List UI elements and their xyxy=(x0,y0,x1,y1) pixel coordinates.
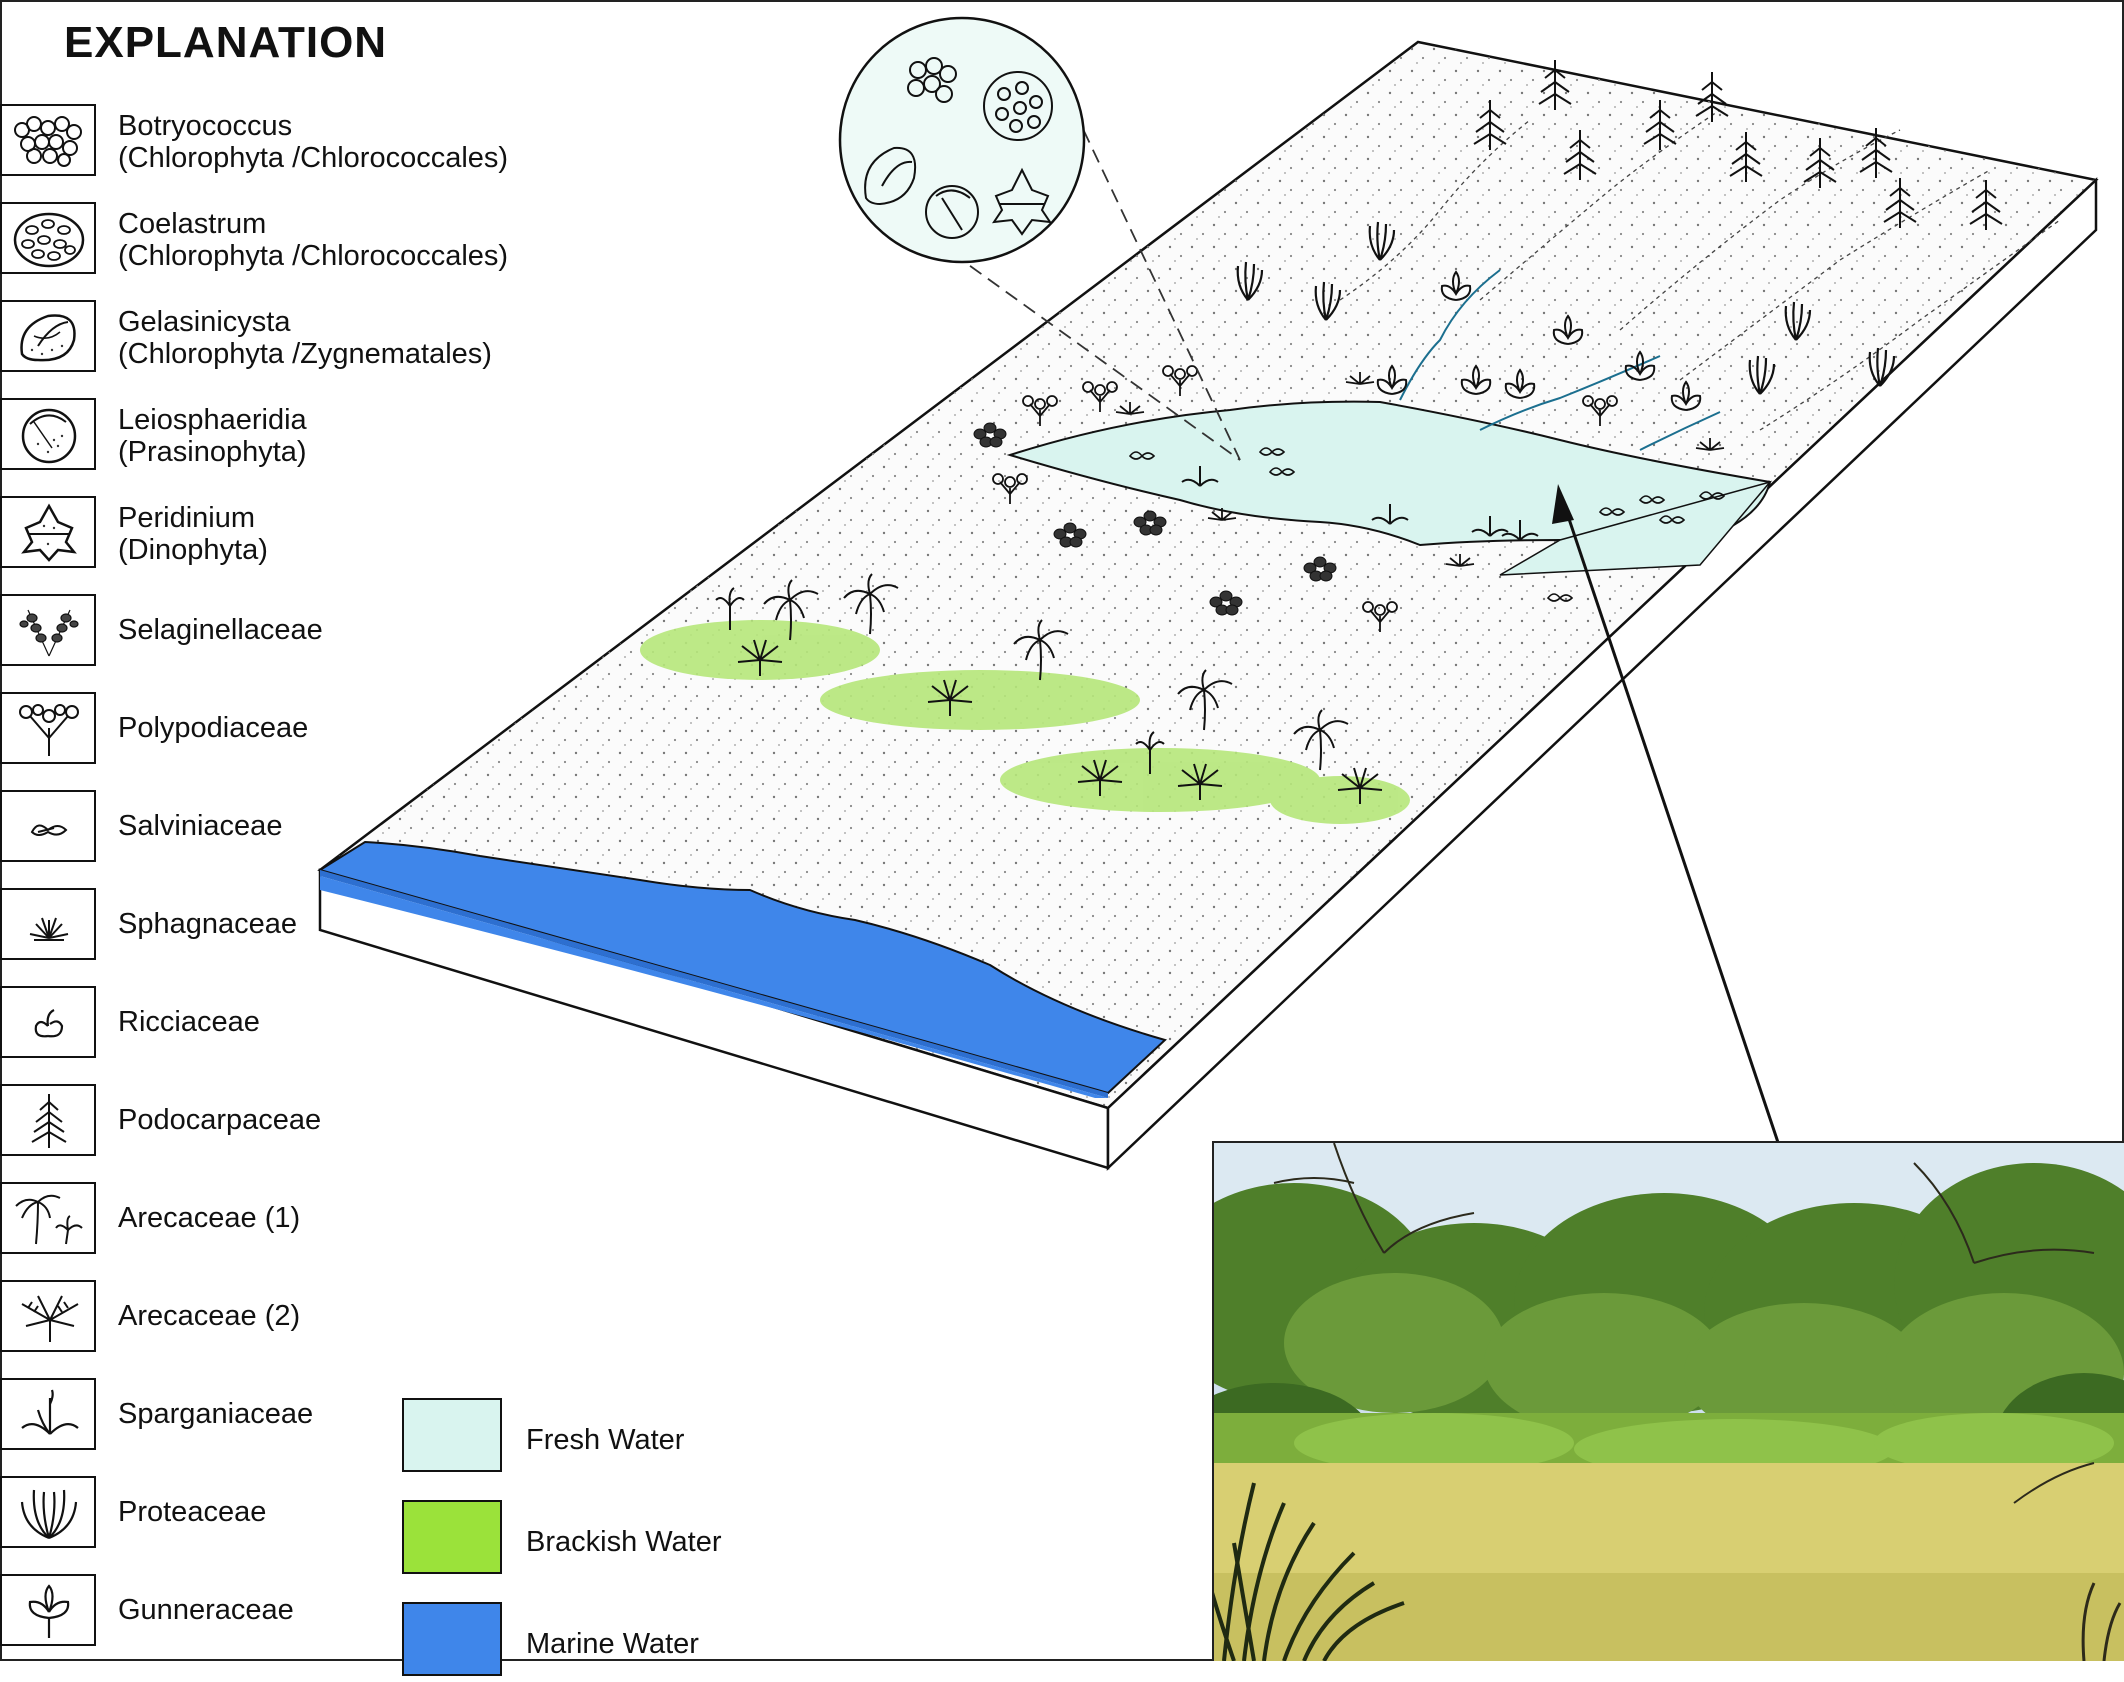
ricciaceae-icon xyxy=(0,986,96,1058)
legend-item-salviniaceae: Salviniaceae xyxy=(0,790,560,866)
brackish-water-swatch xyxy=(402,1500,502,1574)
leiosphaeridia-icon xyxy=(0,398,96,470)
arecaceae-2-icon xyxy=(0,1280,96,1352)
legend-item-coelastrum: Coelastrum(Chlorophyta /Chlorococcales) xyxy=(0,202,560,278)
gunneraceae-icon xyxy=(0,1574,96,1646)
water-label: Fresh Water xyxy=(526,1424,685,1456)
legend-item-arecaceae-2: Arecaceae (2) xyxy=(0,1280,560,1356)
legend-item-botryococcus: Botryococcus(Chlorophyta /Chlorococcales… xyxy=(0,104,560,180)
arecaceae-palms xyxy=(715,573,1349,774)
polypodiaceae-icon xyxy=(0,692,96,764)
legend-label: Arecaceae (1) xyxy=(118,1202,301,1234)
gunneraceae-plants xyxy=(1376,270,1702,411)
selaginellaceae-clumps xyxy=(973,422,1337,616)
podocarp-trees xyxy=(1473,60,2003,230)
legend-label: Salviniaceae xyxy=(118,810,283,842)
legend-label: Arecaceae (2) xyxy=(118,1300,301,1332)
legend-label: Sphagnaceae xyxy=(118,908,297,940)
marine-water-area xyxy=(317,840,1167,1098)
legend-item-gelasinicysta: Gelasinicysta(Chlorophyta /Zygnematales) xyxy=(0,300,560,376)
legend-label: Selaginellaceae xyxy=(118,614,323,646)
sphagnaceae-plants xyxy=(1115,372,1725,567)
legend-item-peridinium: Peridinium(Dinophyta) xyxy=(0,496,560,572)
legend-item-polypodiaceae: Polypodiaceae xyxy=(0,692,560,768)
legend-fresh-water: Fresh Water xyxy=(402,1398,802,1478)
legend-label: Proteaceae xyxy=(118,1496,267,1528)
legend-brackish-water: Brackish Water xyxy=(402,1500,802,1580)
legend-item-gunneraceae: Gunneraceae xyxy=(0,1574,560,1650)
microfossil-inset xyxy=(838,16,1241,461)
botryococcus-icon xyxy=(0,104,96,176)
brackish-water-area xyxy=(640,620,1410,824)
water-label: Marine Water xyxy=(526,1628,699,1660)
legend-label: Ricciaceae xyxy=(118,1006,260,1038)
water-label: Brackish Water xyxy=(526,1526,722,1558)
legend-group: (Chlorophyta /Chlorococcales) xyxy=(118,142,509,174)
podocarpaceae-icon xyxy=(0,1084,96,1156)
legend-label: Polypodiaceae xyxy=(118,712,309,744)
legend-item-selaginellaceae: Selaginellaceae xyxy=(0,594,560,670)
legend-item-arecaceae-1: Arecaceae (1) xyxy=(0,1182,560,1258)
legend-label: Botryococcus xyxy=(118,110,293,142)
legend-label: Gunneraceae xyxy=(118,1594,294,1626)
arecaceae-1-icon xyxy=(0,1182,96,1254)
legend-label: Podocarpaceae xyxy=(118,1104,322,1136)
legend-item-sphagnaceae: Sphagnaceae xyxy=(0,888,560,964)
salviniaceae-icon xyxy=(0,790,96,862)
streams xyxy=(1399,269,1721,451)
sparganiaceae-icon xyxy=(0,1378,96,1450)
arecaceae-2-plants xyxy=(737,639,1383,804)
legend-group: (Chlorophyta /Zygnematales) xyxy=(118,338,492,370)
polypodiaceae-clumps xyxy=(992,365,1618,632)
fresh-water-swatch xyxy=(402,1398,502,1472)
legend-label: Leiosphaeridia xyxy=(118,404,307,436)
legend-group: (Prasinophyta) xyxy=(118,436,307,468)
legend-item-ricciaceae: Ricciaceae xyxy=(0,986,560,1062)
gelasinicysta-icon xyxy=(0,300,96,372)
sparganiaceae-plants xyxy=(1181,466,1539,541)
legend-label: Coelastrum xyxy=(118,208,267,240)
legend-item-sparganiaceae: Sparganiaceae xyxy=(0,1378,560,1454)
legend-group: (Dinophyta) xyxy=(118,534,268,566)
proteaceae-icon xyxy=(0,1476,96,1548)
legend-label: Gelasinicysta xyxy=(118,306,291,338)
peridinium-icon xyxy=(0,496,96,568)
sphagnaceae-icon xyxy=(0,888,96,960)
legend-title: EXPLANATION xyxy=(64,18,388,67)
legend-item-leiosphaeridia: Leiosphaeridia(Prasinophyta) xyxy=(0,398,560,474)
legend-label: Sparganiaceae xyxy=(118,1398,314,1430)
legend-item-podocarpaceae: Podocarpaceae xyxy=(0,1084,560,1160)
floating-plants xyxy=(1128,447,1726,602)
legend-group: (Chlorophyta /Chlorococcales) xyxy=(118,240,509,272)
legend-item-proteaceae: Proteaceae xyxy=(0,1476,560,1552)
swamp-photograph xyxy=(1212,1141,2124,1661)
proteaceae-shrubs xyxy=(1236,221,1896,395)
legend-label: Peridinium xyxy=(118,502,255,534)
fresh-water-lake xyxy=(1006,400,1773,576)
coelastrum-icon xyxy=(0,202,96,274)
selaginellaceae-icon xyxy=(0,594,96,666)
